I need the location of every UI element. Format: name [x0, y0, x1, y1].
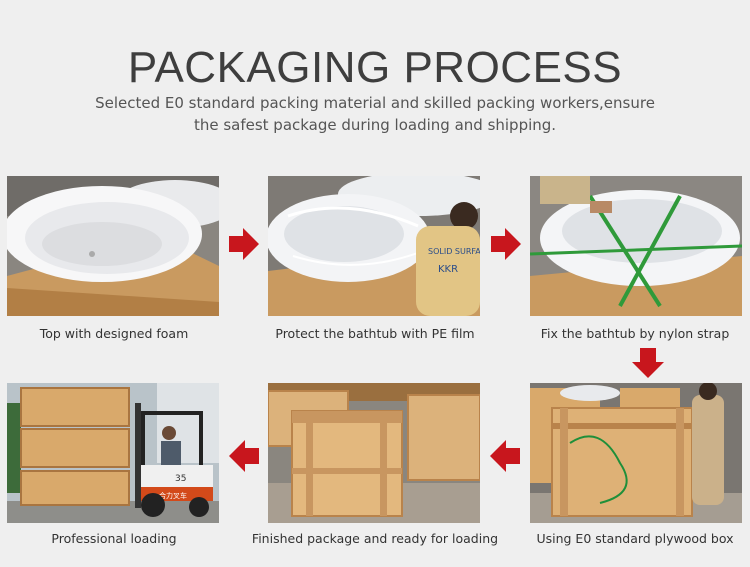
shirt-text-line-1: SOLID SURFACE — [428, 247, 480, 256]
caption-step-3: Fix the bathtub by nylon strap — [540, 326, 730, 341]
caption-step-6: Professional loading — [51, 531, 177, 546]
arrow-left-icon — [229, 440, 259, 472]
subtitle-line-2: the safest package during loading and sh… — [193, 116, 557, 134]
photo-plywood-box — [530, 383, 742, 523]
arrow-right-icon — [491, 228, 521, 260]
arrow-left-icon — [490, 440, 520, 472]
page-title: PACKAGING PROCESS — [127, 43, 623, 92]
caption-step-2: Protect the bathtub with PE film — [275, 326, 475, 341]
arrow-down-icon — [632, 348, 664, 378]
caption-step-1: Top with designed foam — [39, 326, 189, 341]
photo-professional-loading: 35 合力叉车 — [7, 383, 219, 523]
forklift-brand: 合力叉车 — [159, 491, 187, 500]
subtitle-line-1: Selected E0 standard packing material an… — [95, 94, 655, 112]
photo-finished-package — [268, 383, 480, 523]
page-subtitle: Selected E0 standard packing material an… — [0, 92, 750, 136]
forklift-model: 35 — [175, 474, 186, 484]
caption-step-4: Using E0 standard plywood box — [536, 531, 734, 546]
caption-step-5: Finished package and ready for loading — [251, 531, 499, 546]
photo-pe-film: SOLID SURFACE KKR — [268, 176, 480, 316]
shirt-text-line-2: KKR — [438, 264, 458, 275]
arrow-right-icon — [229, 228, 259, 260]
photo-nylon-strap — [530, 176, 742, 316]
photo-top-with-foam — [7, 176, 219, 316]
